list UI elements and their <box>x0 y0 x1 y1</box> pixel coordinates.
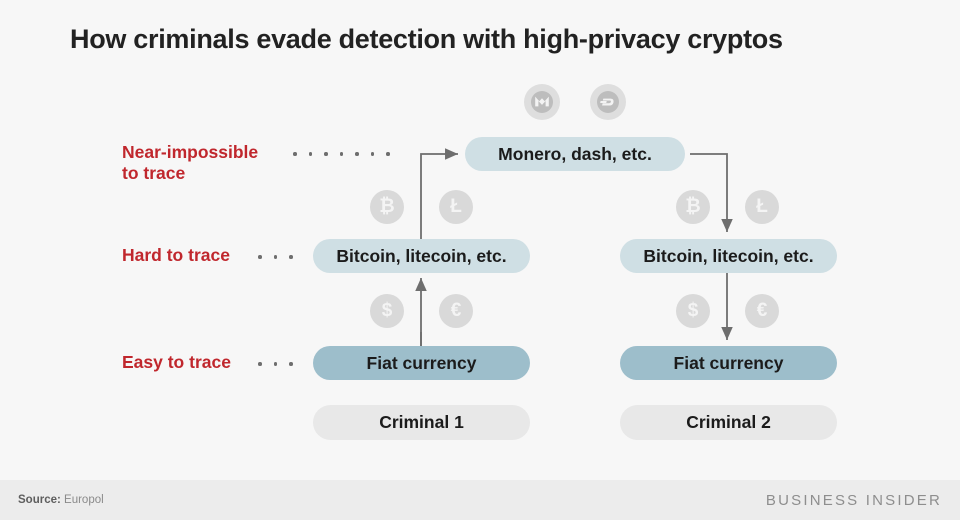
brand-wordmark: BUSINESS INSIDER <box>765 492 942 509</box>
node-left-fiat[interactable]: Fiat currency <box>313 346 530 380</box>
monero-logo-icon <box>524 84 560 120</box>
litecoin-icon: Ł <box>745 190 779 224</box>
leader-dots-easy-to-trace <box>258 362 293 366</box>
row-label-easy-to-trace: Easy to trace <box>122 352 231 372</box>
footer-band <box>0 480 960 520</box>
node-left-crypto[interactable]: Bitcoin, litecoin, etc. <box>313 239 530 273</box>
leader-dots-near-impossible <box>293 152 390 156</box>
euro-icon: € <box>439 294 473 328</box>
node-right-fiat[interactable]: Fiat currency <box>620 346 837 380</box>
source-value: Europol <box>64 494 104 506</box>
node-right-actor[interactable]: Criminal 2 <box>620 405 837 440</box>
node-privacy-coin[interactable]: Monero, dash, etc. <box>465 137 685 171</box>
litecoin-icon: Ł <box>439 190 473 224</box>
bitcoin-icon: ₿ <box>370 190 404 224</box>
dash-logo-icon <box>590 84 626 120</box>
node-right-crypto[interactable]: Bitcoin, litecoin, etc. <box>620 239 837 273</box>
leader-dots-hard-to-trace <box>258 255 293 259</box>
bitcoin-icon: ₿ <box>676 190 710 224</box>
page-title: How criminals evade detection with high-… <box>70 24 783 54</box>
dollar-icon: $ <box>676 294 710 328</box>
row-label-near-impossible: Near-impossible to trace <box>122 142 259 183</box>
source-credit: Source: Europol <box>18 494 104 506</box>
euro-icon: € <box>745 294 779 328</box>
node-left-actor[interactable]: Criminal 1 <box>313 405 530 440</box>
row-label-hard-to-trace: Hard to trace <box>122 245 230 265</box>
dollar-icon: $ <box>370 294 404 328</box>
source-label: Source: <box>18 494 61 506</box>
